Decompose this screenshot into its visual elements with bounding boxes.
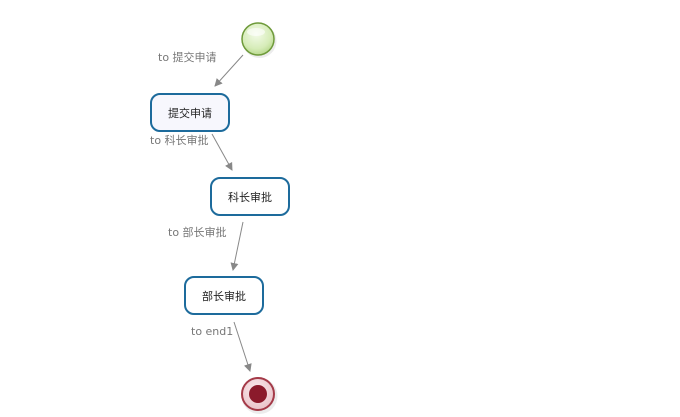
transition-label-dept-approval: to 部长审批 <box>168 226 227 239</box>
transition-arrow-section-to-dept[interactable] <box>230 221 244 271</box>
task-node-submit[interactable]: 提交申请 <box>150 93 230 132</box>
start-node[interactable] <box>241 22 277 58</box>
task-node-section-approval[interactable]: 科长审批 <box>210 177 290 216</box>
task-node-dept-approval[interactable]: 部长审批 <box>184 276 264 315</box>
transition-arrow-submit-to-section[interactable] <box>211 133 233 171</box>
task-label: 部长审批 <box>202 289 246 303</box>
transition-label-submit: to 提交申请 <box>158 51 217 64</box>
task-label: 提交申请 <box>168 106 212 120</box>
task-label: 科长审批 <box>228 190 272 204</box>
transition-arrow-start-to-submit[interactable] <box>214 54 244 87</box>
end-node[interactable] <box>241 377 278 414</box>
transition-arrow-dept-to-end[interactable] <box>233 321 252 372</box>
transition-label-end: to end1 <box>191 325 234 338</box>
transition-label-section-approval: to 科长审批 <box>150 134 209 147</box>
